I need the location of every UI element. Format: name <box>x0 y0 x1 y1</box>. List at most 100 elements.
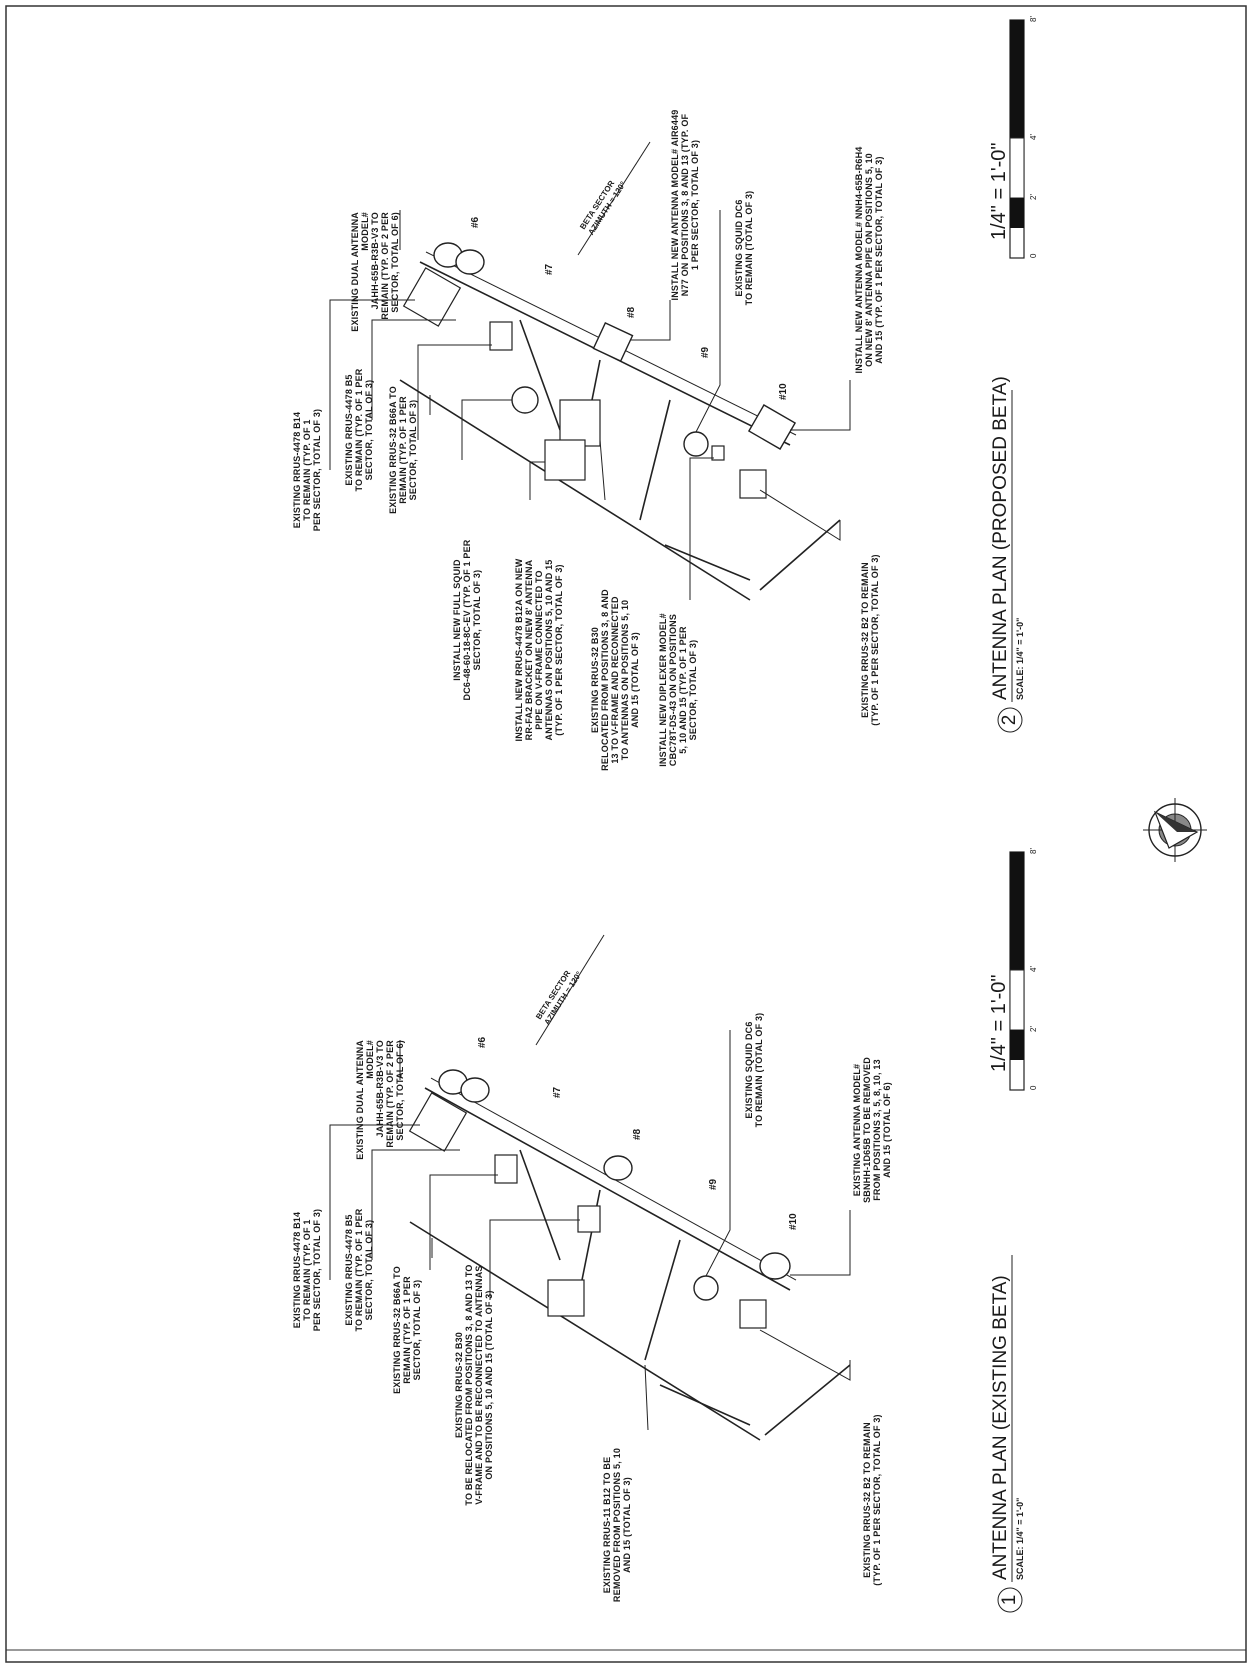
plan-1-antenna-pos-6-b <box>460 1077 490 1103</box>
plan-2-v-frame-arm-4 <box>664 544 751 581</box>
svg-text:EXISTING SQUID DC6: EXISTING SQUID DC6 <box>744 1021 754 1118</box>
plan-2-title: ANTENNA PLAN (PROPOSED BETA) <box>990 376 1011 700</box>
svg-text:INSTALL NEW FULL SQUID: INSTALL NEW FULL SQUID <box>452 559 462 681</box>
svg-text:EXISTING RRUS-4478 B5: EXISTING RRUS-4478 B5 <box>344 374 354 485</box>
plan-1-v-frame-arm-3 <box>644 1239 681 1361</box>
plan-2-mount-frame <box>399 251 841 601</box>
plan-1-title-block: 1 ANTENNA PLAN (EXISTING BETA) SCALE: 1/… <box>990 1255 1025 1613</box>
plan-2-azimuth-line <box>577 141 651 256</box>
plan-1-leaders <box>329 1030 851 1431</box>
plan-1-note-rrus-4478-b5: EXISTING RRUS-4478 B5 TO REMAIN (TYP. OF… <box>344 1208 374 1331</box>
plan-1-note-rrus-11-b12: EXISTING RRUS-11 B12 TO BE REMOVED FROM … <box>602 1448 632 1602</box>
plan-1-pos-9: #9 <box>708 1178 719 1190</box>
svg-text:EXISTING RRUS-4478 B5: EXISTING RRUS-4478 B5 <box>344 1214 354 1325</box>
plan-1-note-rrus-32-b30: EXISTING RRUS-32 B30 TO BE RELOCATED FRO… <box>454 1264 494 1505</box>
svg-text:INSTALL NEW ANTENNA MODEL# NNH: INSTALL NEW ANTENNA MODEL# NNH4-65B-R6H4 <box>854 146 864 373</box>
svg-text:REMOVED FROM POSITIONS 5, 10: REMOVED FROM POSITIONS 5, 10 <box>612 1448 622 1602</box>
svg-text:AND 15 (TOTAL OF 3): AND 15 (TOTAL OF 3) <box>630 632 640 728</box>
svg-text:SECTOR, TOTAL OF 6): SECTOR, TOTAL OF 6) <box>390 212 400 313</box>
plan-2-mount-clamp <box>544 439 586 481</box>
scale-bar-2-white-segment <box>1009 137 1025 199</box>
plan-1-v-frame-arm-2 <box>579 1189 601 1291</box>
plan-existing-beta: 1 ANTENNA PLAN (EXISTING BETA) SCALE: 1/… <box>292 848 1038 1613</box>
plan-2-note-nnh4: INSTALL NEW ANTENNA MODEL# NNH4-65B-R6H4… <box>854 146 884 373</box>
plan-2-note-diplexer: INSTALL NEW DIPLEXER MODEL# CBC78T-DS-43… <box>658 613 698 767</box>
svg-text:EXISTING SQUID DC6: EXISTING SQUID DC6 <box>734 199 744 296</box>
plan-1-title: ANTENNA PLAN (EXISTING BETA) <box>990 1275 1011 1580</box>
svg-text:REMAIN (TYP. OF 1 PER: REMAIN (TYP. OF 1 PER <box>398 396 408 504</box>
plan-2-azimuth-indicator: BETA SECTOR AZIMUTH = 120° <box>577 141 651 256</box>
plan-2-stand-off <box>759 519 841 591</box>
plan-2-pos-6: #6 <box>470 216 481 228</box>
plan-2-pos-9: #9 <box>700 346 711 358</box>
scale-bar-1-tick-8: 8' <box>1029 848 1038 854</box>
svg-text:TO REMAIN (TYP. OF 1: TO REMAIN (TYP. OF 1 <box>302 1219 312 1320</box>
svg-text:ON NEW 8' ANTENNA PIPE ON POSI: ON NEW 8' ANTENNA PIPE ON POSITIONS 5, 1… <box>864 153 874 367</box>
svg-text:SECTOR, TOTAL OF 3): SECTOR, TOTAL OF 3) <box>364 1220 374 1321</box>
plan-2-note-rrus-4478-b12a: INSTALL NEW RRUS-4478 B12A ON NEW RR-FA2… <box>514 558 564 741</box>
svg-text:REMAIN (TYP. OF 2 PER: REMAIN (TYP. OF 2 PER <box>385 1040 395 1148</box>
scale-bar-1-ratio: 1/4" = 1'-0" <box>988 974 1010 1072</box>
svg-text:EXISTING RRUS-32 B66A TO: EXISTING RRUS-32 B66A TO <box>388 386 398 514</box>
svg-text:EXISTING RRUS-32 B2 TO REMAIN: EXISTING RRUS-32 B2 TO REMAIN <box>862 1422 872 1578</box>
svg-text:SECTOR, TOTAL OF 3): SECTOR, TOTAL OF 3) <box>472 570 482 671</box>
plan-1-azimuth-line <box>535 934 605 1046</box>
plan-2-antenna-nnh4 <box>747 404 797 450</box>
svg-text:AND 15 (TYP. OF 1 PER SECTOR,: AND 15 (TYP. OF 1 PER SECTOR, TOTAL OF 3… <box>874 156 884 363</box>
plan-1-rrus-32-b2 <box>739 1299 767 1329</box>
svg-text:EXISTING RRUS-4478 B14: EXISTING RRUS-4478 B14 <box>292 1212 302 1328</box>
scale-bar-1-tick-0: 0 <box>1029 1085 1038 1090</box>
scale-bar-2-ratio-block: 1/4" = 1'-0" <box>988 142 1010 240</box>
svg-text:SECTOR, TOTAL OF 3): SECTOR, TOTAL OF 3) <box>408 400 418 501</box>
plan-1-equipment <box>408 1069 791 1329</box>
svg-text:TO REMAIN (TYP. OF 1: TO REMAIN (TYP. OF 1 <box>302 419 312 520</box>
svg-text:1 PER SECTOR, TOTAL OF 3): 1 PER SECTOR, TOTAL OF 3) <box>690 140 700 270</box>
svg-text:ON POSITIONS 5, 10 AND 15 (TOT: ON POSITIONS 5, 10 AND 15 (TOTAL OF 3) <box>484 1290 494 1479</box>
svg-text:5, 10 AND 15 (TYP. OF 1 PER: 5, 10 AND 15 (TYP. OF 1 PER <box>678 626 688 754</box>
plan-2-rrus-32-b2 <box>739 469 767 499</box>
scale-bar-2-tick-4: 4' <box>1029 134 1038 140</box>
scale-bar-1-black-segment <box>1010 852 1024 970</box>
svg-text:V-FRAME AND TO BE RECONNECTED: V-FRAME AND TO BE RECONNECTED TO ANTENNA… <box>474 1265 484 1504</box>
svg-text:MODEL#: MODEL# <box>360 212 370 251</box>
plan-1-note-dual-antenna: EXISTING DUAL ANTENNA MODEL# JAHH-65B-R3… <box>355 1040 405 1160</box>
plan-1-note-rrus-4478-b14: EXISTING RRUS-4478 B14 TO REMAIN (TYP. O… <box>292 1209 322 1331</box>
svg-text:TO REMAIN (TOTAL OF 3): TO REMAIN (TOTAL OF 3) <box>744 191 754 306</box>
plan-1-notes: EXISTING DUAL ANTENNA MODEL# JAHH-65B-R3… <box>292 1013 892 1602</box>
plan-2-number-circle <box>997 707 1023 733</box>
svg-text:INSTALL NEW RRUS-4478 B12A ON: INSTALL NEW RRUS-4478 B12A ON NEW <box>514 558 524 741</box>
svg-text:AND 15 (TOTAL OF 3): AND 15 (TOTAL OF 3) <box>622 1477 632 1573</box>
plan-1-note-rrus-32-b2: EXISTING RRUS-32 B2 TO REMAIN (TYP. OF 1… <box>862 1414 882 1586</box>
plan-2-title-block: 2 ANTENNA PLAN (PROPOSED BETA) SCALE: 1/… <box>990 376 1025 733</box>
svg-text:PER SECTOR, TOTAL OF 3): PER SECTOR, TOTAL OF 3) <box>312 409 322 531</box>
plan-2-squid-dc6 <box>683 431 709 457</box>
svg-text:EXISTING RRUS-32 B30: EXISTING RRUS-32 B30 <box>590 627 600 733</box>
plan-2-rrus-4478-b5 <box>489 321 513 351</box>
plan-2-pos-10: #10 <box>778 383 789 400</box>
plan-1-rrus-4478-b14 <box>408 1092 468 1152</box>
scale-bar-1-ratio-block: 1/4" = 1'-0" <box>988 974 1010 1072</box>
svg-text:INSTALL NEW DIPLEXER MODEL#: INSTALL NEW DIPLEXER MODEL# <box>658 613 668 767</box>
scale-bar-2-tick-2: 2' <box>1029 194 1038 200</box>
svg-text:13 TO V-FRAME AND RECONNECTED: 13 TO V-FRAME AND RECONNECTED <box>610 596 620 764</box>
plan-2-note-rrus-32-b66a: EXISTING RRUS-32 B66A TO REMAIN (TYP. OF… <box>388 386 418 514</box>
plan-2-position-labels: #6 #7 #8 #9 #10 <box>470 216 789 400</box>
plan-2-note-squid-dc6: EXISTING SQUID DC6 TO REMAIN (TOTAL OF 3… <box>734 191 754 306</box>
plan-1-pos-6: #6 <box>477 1036 488 1048</box>
svg-text:EXISTING RRUS-32 B66A TO: EXISTING RRUS-32 B66A TO <box>392 1266 402 1394</box>
scale-bar-1-black-segment-2 <box>1010 1030 1024 1060</box>
plan-1-number: 1 <box>999 1595 1020 1606</box>
plan-1-note-squid-dc6: EXISTING SQUID DC6 TO REMAIN (TOTAL OF 3… <box>744 1013 764 1128</box>
plan-1-number-circle <box>997 1587 1023 1613</box>
svg-text:TO ANTENNAS ON POSITIONS 5, 10: TO ANTENNAS ON POSITIONS 5, 10 <box>620 600 630 761</box>
scale-bar-2-tick-8: 8' <box>1029 16 1038 22</box>
scale-bar-2-black-segment <box>1010 20 1024 138</box>
plan-2-pos-8: #8 <box>626 306 637 318</box>
svg-text:(TYP. OF 1 PER SECTOR, TOTAL O: (TYP. OF 1 PER SECTOR, TOTAL OF 3) <box>554 564 564 736</box>
plan-2-note-dual-antenna: EXISTING DUAL ANTENNA MODEL# JAHH-65B-R3… <box>350 212 400 332</box>
scale-bar-1-white-segment <box>1009 969 1025 1031</box>
svg-text:JAHH-65B-R3B-V3 TO: JAHH-65B-R3B-V3 TO <box>375 1040 385 1137</box>
plan-2-pos-7: #7 <box>544 263 555 275</box>
plan-1-stand-off <box>764 1364 851 1436</box>
svg-text:SECTOR, TOTAL OF 6): SECTOR, TOTAL OF 6) <box>395 1040 405 1141</box>
